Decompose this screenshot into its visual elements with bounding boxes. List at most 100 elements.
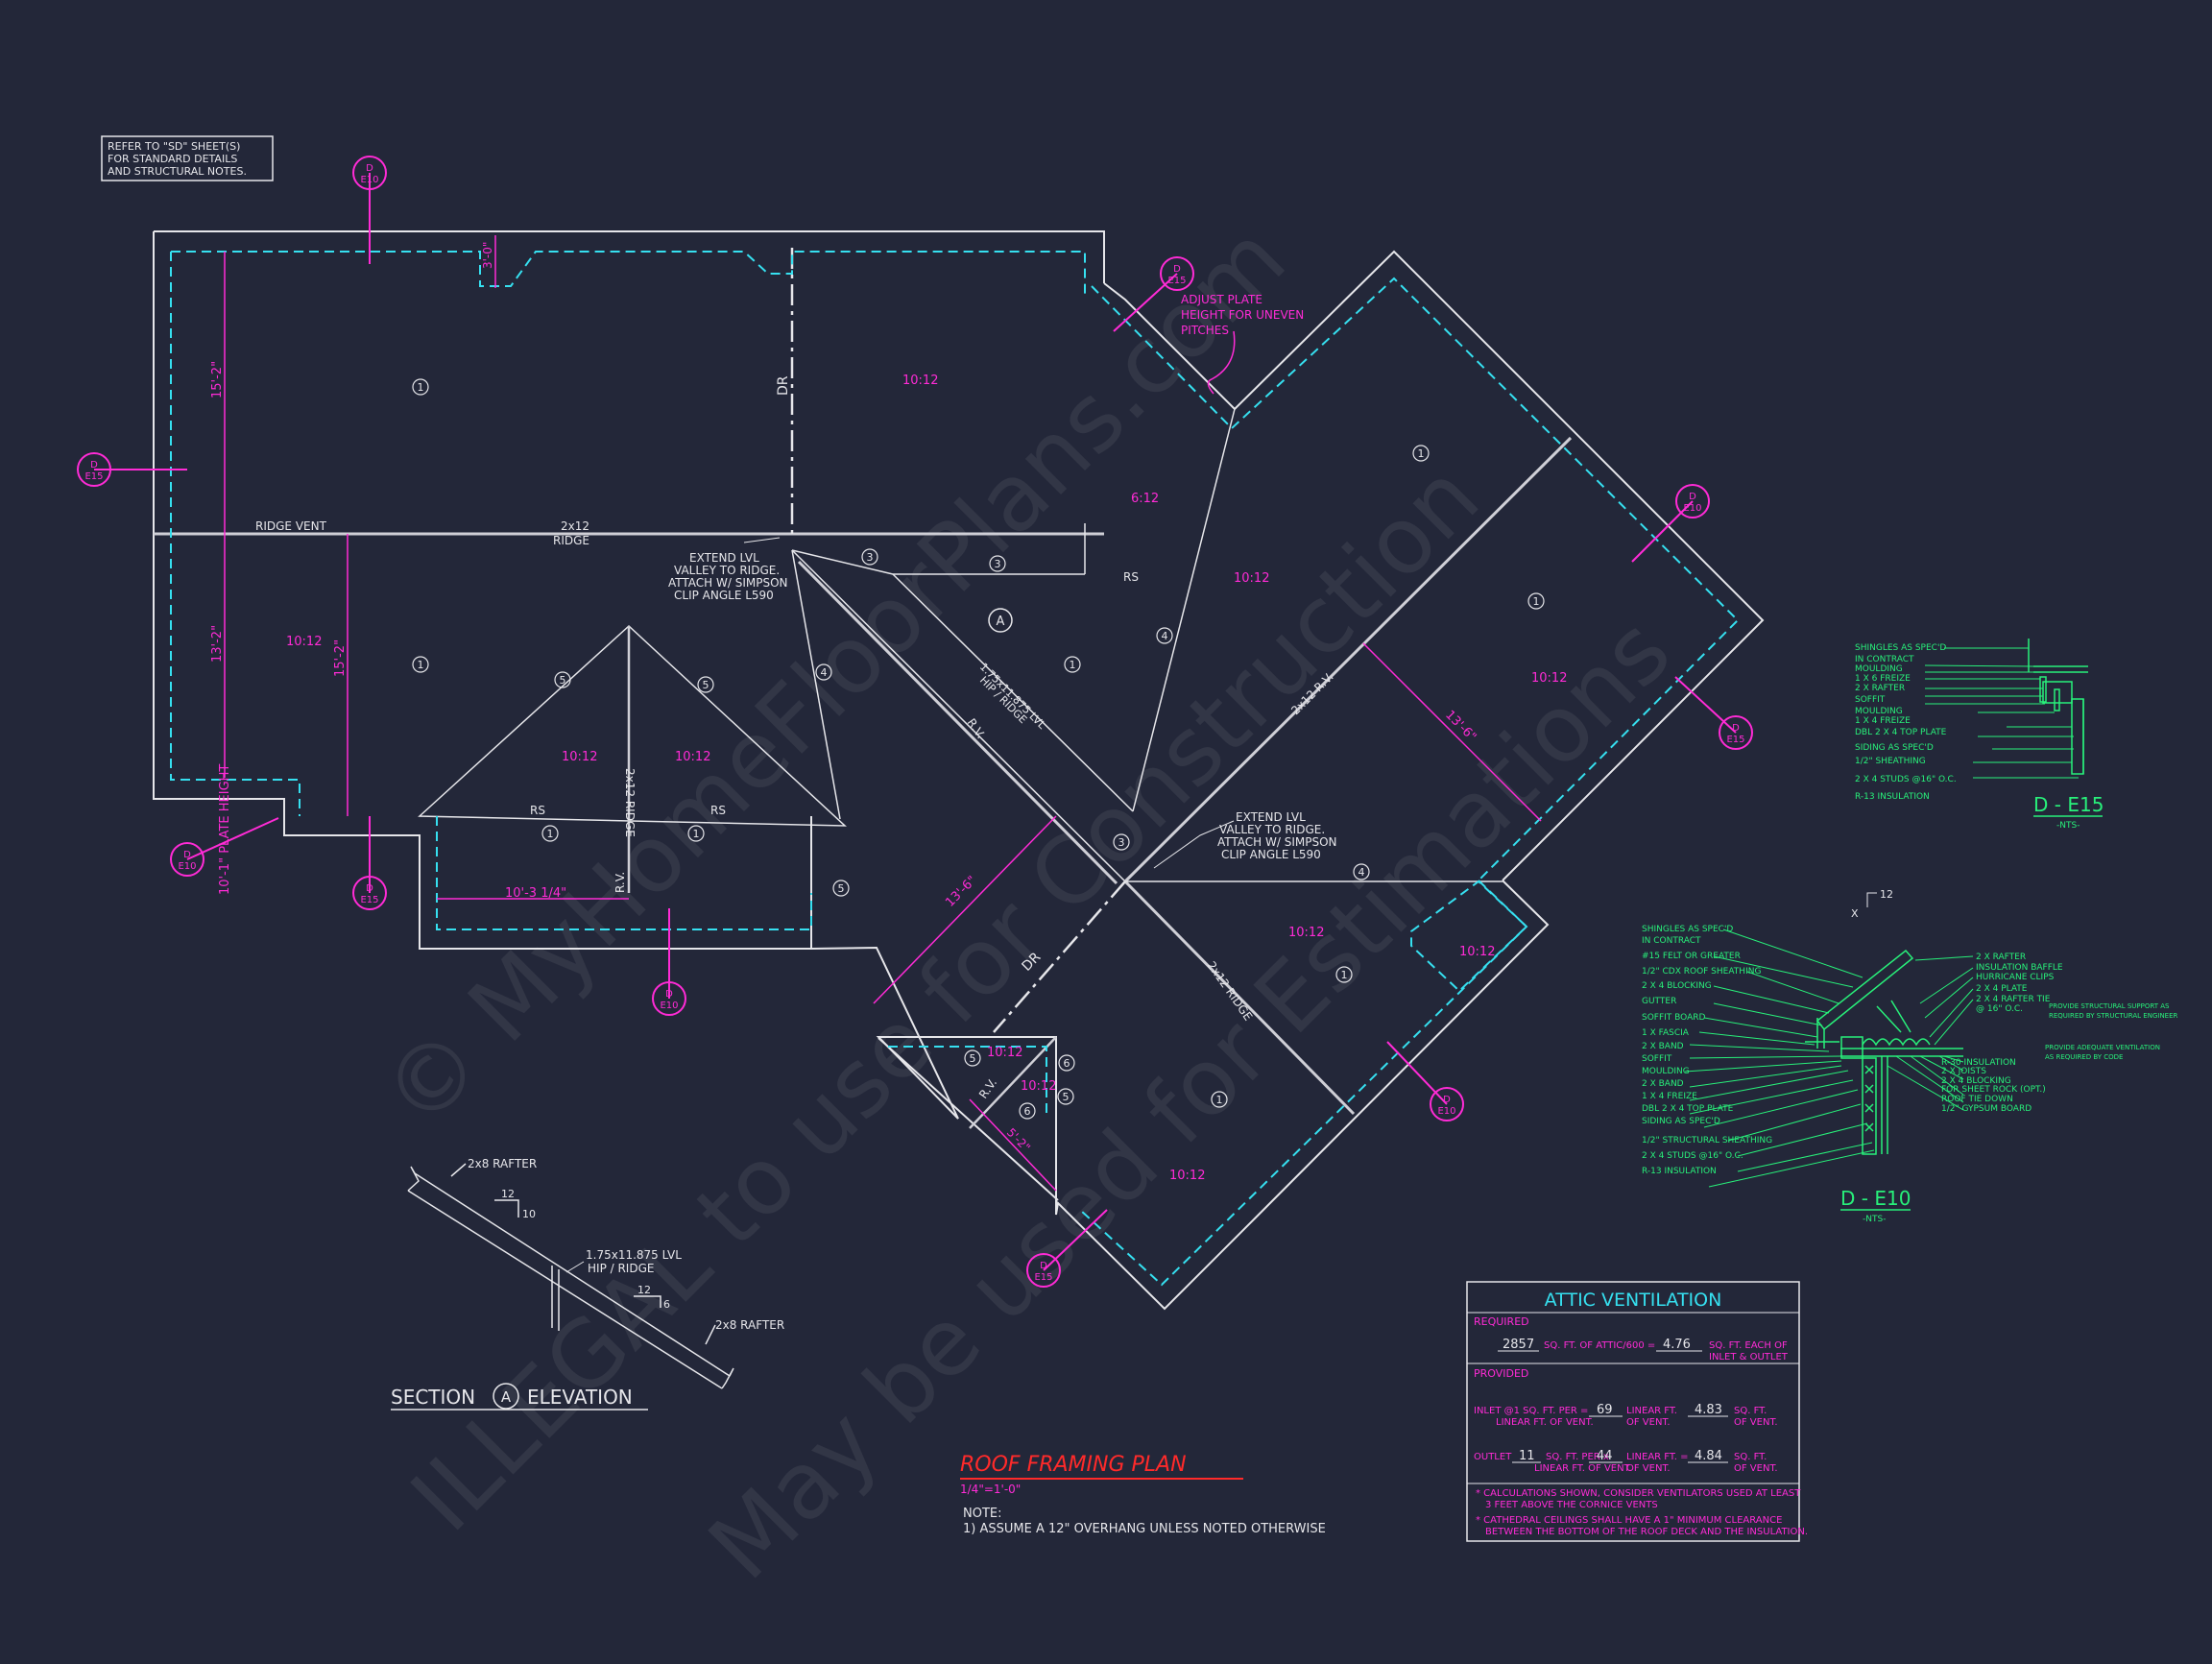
rs-label: RS bbox=[1123, 570, 1139, 584]
ridge-2x12-vertical: 2x12 RIDGE bbox=[623, 768, 637, 837]
callouts bbox=[412, 378, 1545, 1120]
pitch-label: 10:12 bbox=[1459, 945, 1495, 959]
pitch-label-6: 6:12 bbox=[1131, 492, 1159, 506]
lvl-hip-label: 1.75x11.875 LVL bbox=[977, 661, 1049, 733]
refer-note: REFER TO "SD" SHEET(S) FOR STANDARD DETA… bbox=[101, 135, 274, 181]
detail-d-e15: SHINGLES AS SPEC'D IN CONTRACT MOULDING … bbox=[1855, 639, 2104, 831]
note-line: EXTEND LVL bbox=[689, 551, 759, 565]
section-title: SECTION bbox=[391, 1386, 475, 1409]
watermark-line-1: © MyHomeFloorPlans.com bbox=[362, 205, 1306, 1148]
provided-label: PROVIDED bbox=[1474, 1367, 1528, 1380]
e10-nts: -NTS- bbox=[1863, 1215, 1886, 1224]
dim-15-2-upper: 15'-2" bbox=[210, 361, 225, 398]
pitch-run: 12 bbox=[637, 1284, 651, 1296]
pitch-rise: 6 bbox=[663, 1298, 670, 1311]
callout-5: 5 bbox=[560, 674, 566, 687]
callout-1: 1 bbox=[693, 828, 700, 840]
callout-1: 1 bbox=[1070, 659, 1076, 671]
pitch-label: 10:12 bbox=[1021, 1079, 1056, 1094]
tag-top: D bbox=[1040, 1261, 1047, 1271]
e10-label: SHINGLES AS SPEC'D bbox=[1642, 925, 1733, 934]
pitch-label: 10:12 bbox=[1169, 1169, 1205, 1183]
e15-label: IN CONTRACT bbox=[1855, 655, 1914, 664]
section-marker-a: A bbox=[988, 608, 1013, 633]
e10-label: IN CONTRACT bbox=[1642, 936, 1701, 946]
tag-top: D bbox=[366, 163, 373, 174]
e10-label: #15 FELT OR GREATER bbox=[1642, 952, 1741, 961]
pitch-label: 10:12 bbox=[1288, 926, 1324, 940]
callout-4: 4 bbox=[1358, 866, 1365, 879]
required-unit: SQ. FT. EACH OF bbox=[1709, 1340, 1788, 1351]
lvl-label: 1.75x11.875 LVL bbox=[586, 1248, 682, 1262]
plan-scale: 1/4"=1'-0" bbox=[960, 1483, 1021, 1496]
note-line: ATTACH W/ SIMPSON bbox=[1217, 835, 1337, 849]
e10-label: 1 X 4 FREIZE bbox=[1642, 1092, 1697, 1101]
callout-3: 3 bbox=[995, 558, 1001, 570]
callout-4: 4 bbox=[821, 666, 828, 679]
section-a-elevation: 2x8 RAFTER 2x8 RAFTER 12 10 12 6 1.75x11… bbox=[391, 1157, 784, 1411]
callout-6: 6 bbox=[1064, 1057, 1070, 1070]
e10-small-notes: PROVIDE STRUCTURAL SUPPORT AS REQUIRED B… bbox=[2045, 1002, 2178, 1061]
rv-label: R.V. bbox=[976, 1076, 999, 1101]
note-line: HEIGHT FOR UNEVEN bbox=[1181, 308, 1304, 322]
e15-label: SIDING AS SPEC'D bbox=[1855, 743, 1934, 753]
tag-top: D bbox=[1689, 492, 1696, 502]
e10-small-note: PROVIDE STRUCTURAL SUPPORT AS bbox=[2049, 1002, 2170, 1010]
required-text: SQ. FT. OF ATTIC/600 = bbox=[1544, 1340, 1655, 1351]
e10-pitch-mark: X bbox=[1851, 907, 1859, 920]
note-line: VALLEY TO RIDGE. bbox=[1219, 823, 1325, 836]
e10-label: 2 X 4 BLOCKING bbox=[1941, 1076, 2011, 1086]
tag-top: D bbox=[90, 460, 98, 470]
note-line: CLIP ANGLE L590 bbox=[674, 589, 774, 602]
pitch-label: 10:12 bbox=[987, 1046, 1022, 1060]
attic-note: * CATHEDRAL CEILINGS SHALL HAVE A 1" MIN… bbox=[1476, 1515, 1782, 1526]
e15-label: DBL 2 X 4 TOP PLATE bbox=[1855, 728, 1947, 737]
outlet-result-unit: SQ. FT. bbox=[1734, 1452, 1767, 1462]
tag-bottom: E15 bbox=[1167, 276, 1186, 286]
e15-label: 1/2" SHEATHING bbox=[1855, 757, 1926, 766]
tag-bottom: E15 bbox=[1034, 1272, 1052, 1283]
e10-pitch-run: 12 bbox=[1880, 888, 1893, 901]
e10-label: HURRICANE CLIPS bbox=[1976, 973, 2055, 982]
e10-left-labels: SHINGLES AS SPEC'D IN CONTRACT #15 FELT … bbox=[1642, 925, 1772, 1176]
e15-labels: SHINGLES AS SPEC'D IN CONTRACT MOULDING … bbox=[1855, 643, 1957, 802]
extend-lvl-note-2: EXTEND LVL VALLEY TO RIDGE. ATTACH W/ SI… bbox=[1153, 810, 1337, 869]
outlet-result-unit-2: OF VENT. bbox=[1734, 1463, 1778, 1474]
attic-note: BETWEEN THE BOTTOM OF THE ROOF DECK AND … bbox=[1485, 1527, 1808, 1537]
callout-1: 1 bbox=[418, 381, 424, 394]
e10-label: GUTTER bbox=[1642, 997, 1676, 1006]
e10-title: D - E10 bbox=[1840, 1187, 1911, 1210]
callout-4: 4 bbox=[1162, 630, 1168, 642]
e10-left-leaders bbox=[1684, 928, 1875, 1188]
pitch-label: 10:12 bbox=[286, 635, 322, 649]
plan-title-block: ROOF FRAMING PLAN 1/4"=1'-0" NOTE: 1) AS… bbox=[960, 1453, 1326, 1536]
e10-label: 1/2" STRUCTURAL SHEATHING bbox=[1642, 1136, 1772, 1146]
e15-label: 1 X 4 FREIZE bbox=[1855, 716, 1911, 726]
pitch-label: 10:12 bbox=[562, 750, 597, 764]
e10-label: DBL 2 X 4 TOP PLATE bbox=[1642, 1104, 1734, 1114]
e15-nts: -NTS- bbox=[2056, 821, 2080, 831]
e10-label: 1 X FASCIA bbox=[1642, 1028, 1690, 1038]
e10-label: 2 X 4 BLOCKING bbox=[1642, 981, 1712, 991]
dim-13-2: 13'-2" bbox=[210, 625, 225, 663]
tag-bottom: E15 bbox=[84, 471, 103, 482]
callout-1: 1 bbox=[1418, 447, 1425, 460]
pitch-label: 10:12 bbox=[902, 374, 938, 388]
pitch-label: 10:12 bbox=[1531, 671, 1567, 686]
callout-3: 3 bbox=[1118, 836, 1125, 849]
refer-note-line-2: FOR STANDARD DETAILS bbox=[108, 153, 237, 165]
section-title-marker: A bbox=[501, 1388, 512, 1406]
refer-note-line-3: AND STRUCTURAL NOTES. bbox=[108, 165, 247, 178]
inlet-result-unit: SQ. FT. bbox=[1734, 1406, 1767, 1416]
plan-title: ROOF FRAMING PLAN bbox=[960, 1453, 1187, 1477]
note-heading: NOTE: bbox=[963, 1507, 1002, 1521]
rs-label: RS bbox=[530, 804, 545, 817]
outlet-value: 44 bbox=[1597, 1449, 1613, 1463]
tag-top: D bbox=[366, 883, 373, 894]
tag-top: D bbox=[1732, 723, 1740, 734]
callout-5: 5 bbox=[1063, 1091, 1070, 1103]
callout-5: 5 bbox=[970, 1052, 976, 1065]
tag-bottom: E10 bbox=[1683, 503, 1701, 514]
